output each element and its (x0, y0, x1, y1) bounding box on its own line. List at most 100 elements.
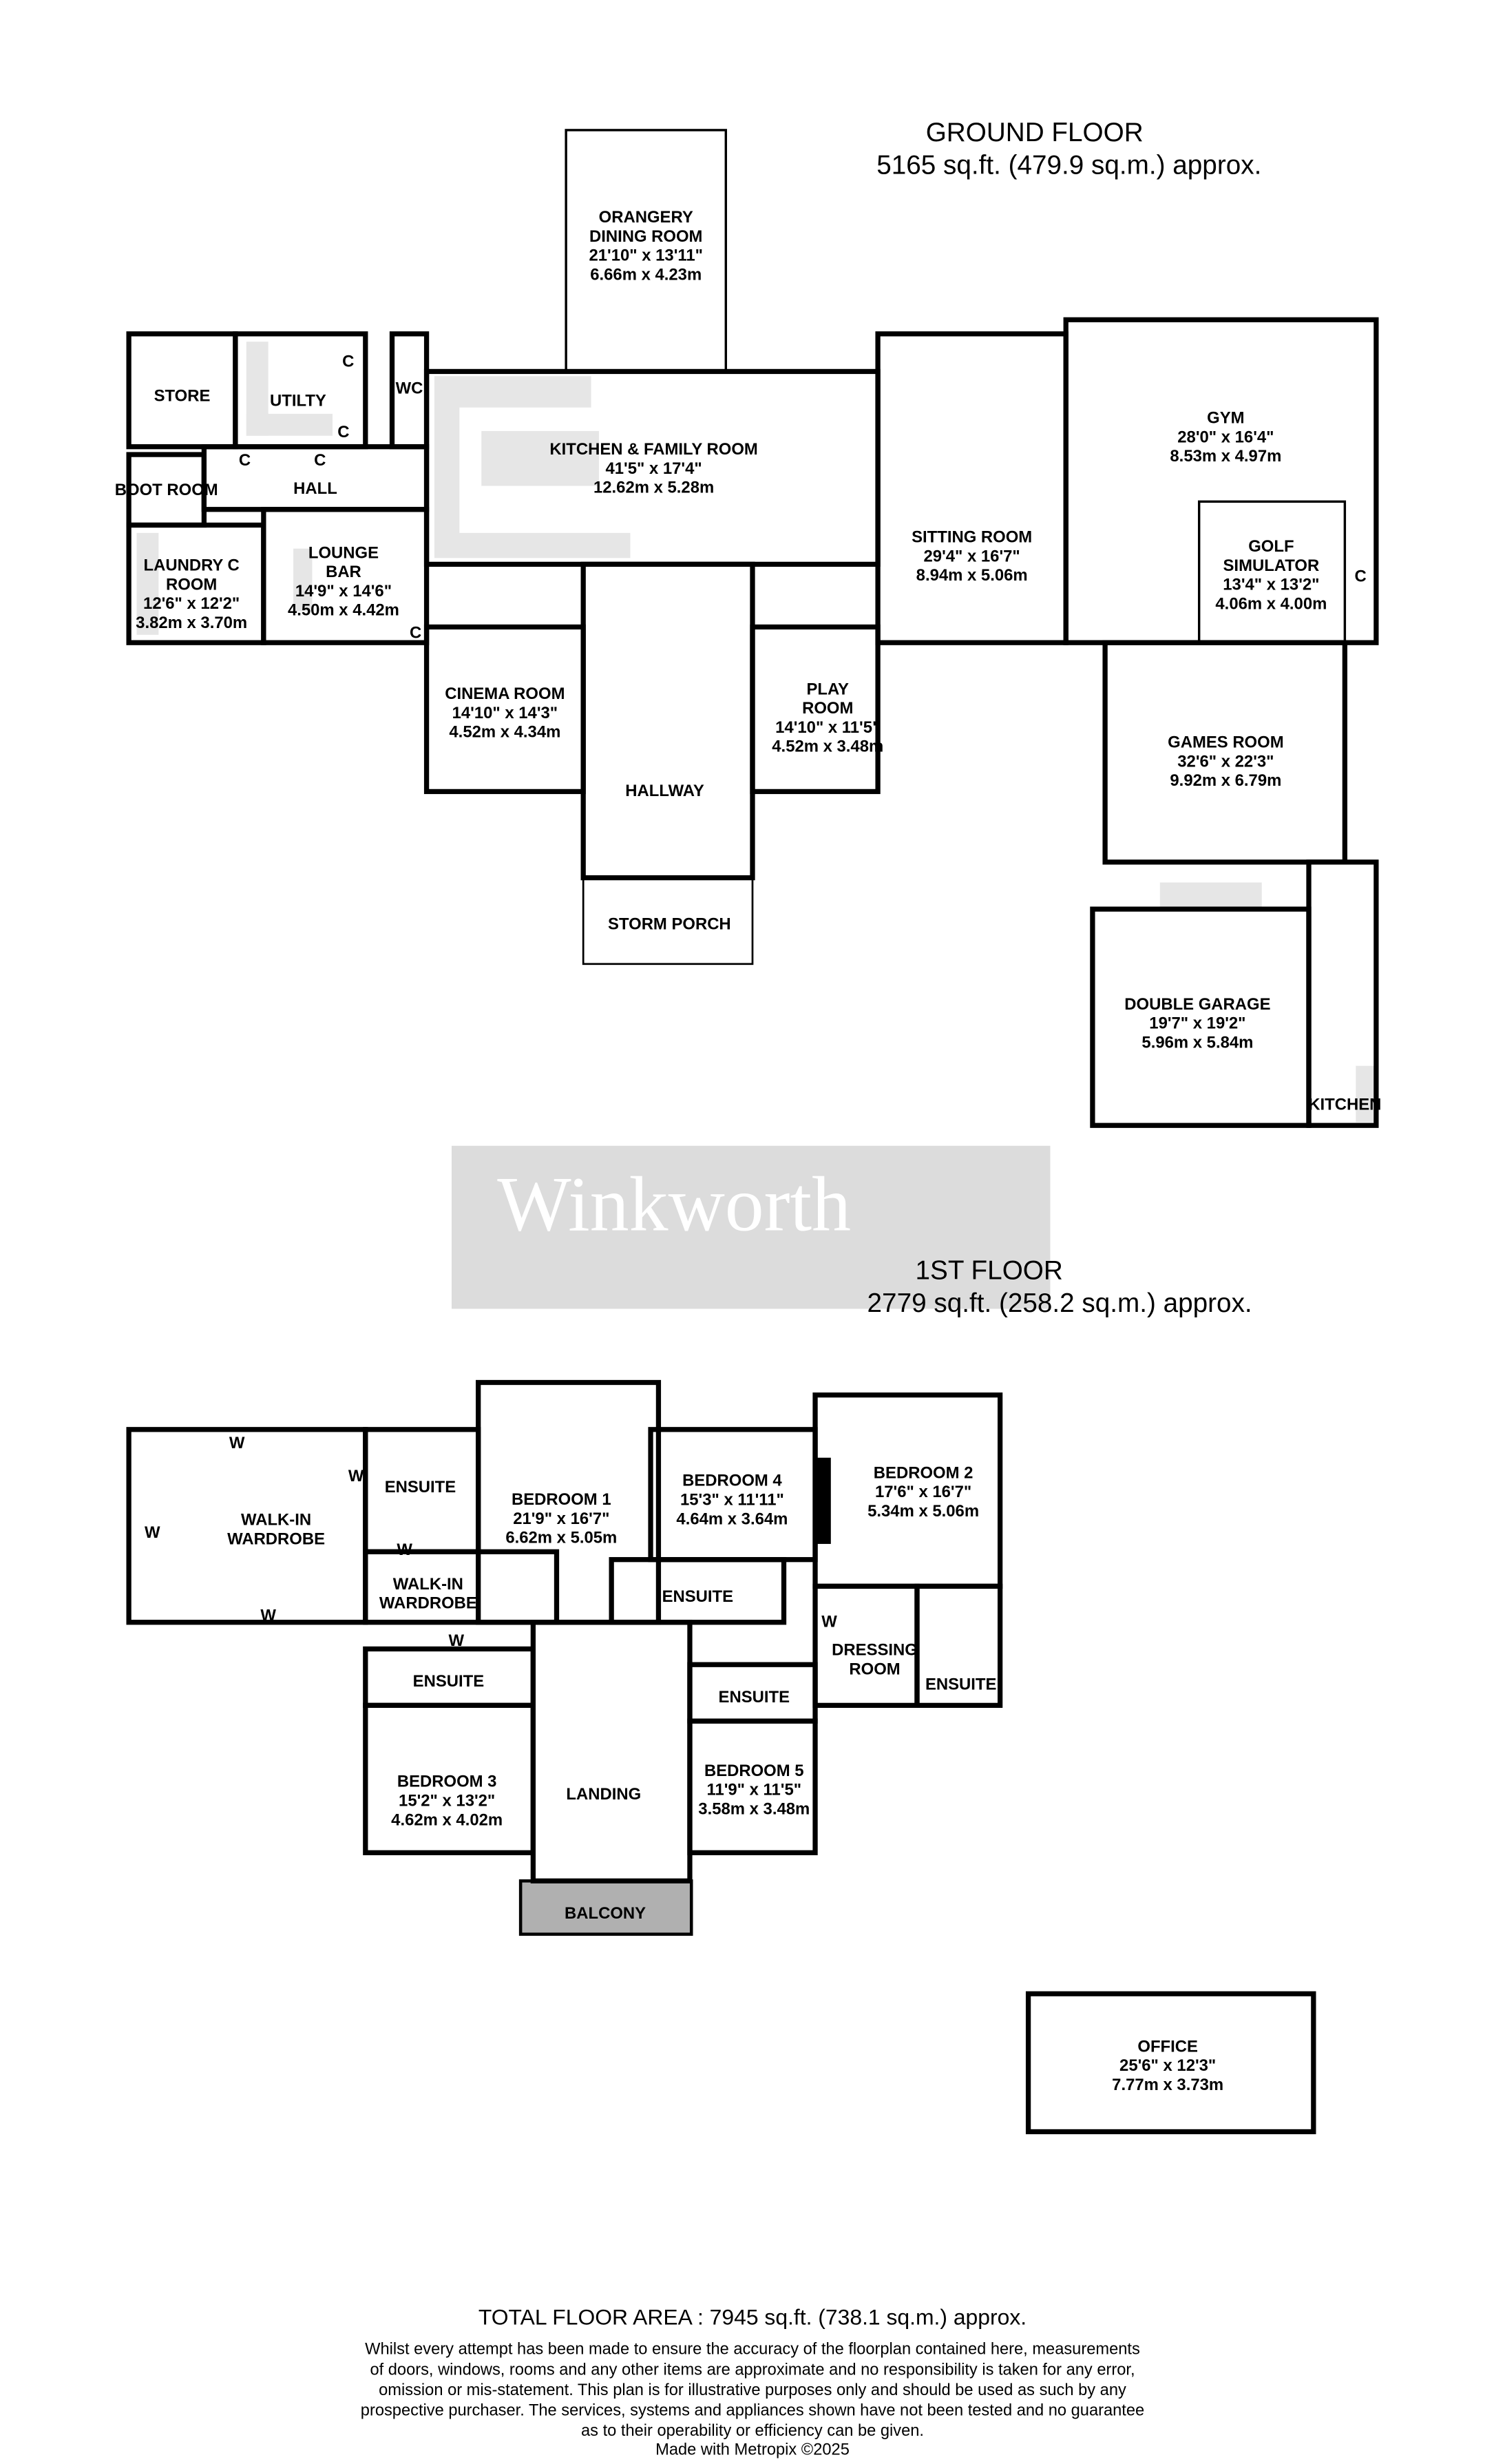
disclaimer-line: of doors, windows, rooms and any other i… (370, 2361, 1135, 2379)
ground-floor-room-label: HALL (293, 479, 337, 498)
first-floor-room-label: 6.62m x 5.05m (505, 1529, 617, 1547)
ground-floor-room-label: BOOT ROOM (115, 481, 218, 499)
ground-floor-area: 5165 sq.ft. (479.9 sq.m.) approx. (876, 151, 1261, 180)
ground-floor-room-label: KITCHEN & FAMILY ROOM (549, 440, 757, 459)
ground-floor-room-label: 6.66m x 4.23m (590, 266, 702, 284)
ground-floor-room-label: 14'10" x 11'5" (775, 718, 880, 737)
first-floor-room-label: 25'6" x 12'3" (1119, 2056, 1216, 2075)
ground-floor-room-label: 4.52m x 3.48m (772, 738, 883, 756)
cupboard-marker: C (342, 353, 354, 371)
ground-floor-room-label: 14'9" x 14'6" (295, 582, 392, 601)
cupboard-marker: C (337, 423, 349, 441)
wardrobe-marker: W (449, 1631, 465, 1650)
ground-floor-room-label: 4.52m x 4.34m (449, 723, 560, 742)
first-floor-room-label: WARDROBE (227, 1529, 325, 1548)
ground-floor-room-label: ORANGERY (599, 208, 693, 227)
ground-floor-room-label: BAR (326, 563, 361, 581)
ground-floor-room-label: UTILTY (270, 392, 326, 410)
first-floor-room-label: BEDROOM 4 (682, 1472, 782, 1490)
first-floor-room-label: ENSUITE (413, 1672, 484, 1691)
first-floor-room-label: WALK-IN (393, 1575, 463, 1594)
ground-floor-room-label: KITCHEN (1308, 1095, 1381, 1114)
ground-floor-room-label: 8.94m x 5.06m (916, 566, 1028, 585)
first-floor-room-label: DRESSING (832, 1641, 918, 1660)
ground-floor-room-label: 8.53m x 4.97m (1170, 447, 1281, 466)
wardrobe-marker: W (229, 1434, 245, 1452)
first-floor-room-label: BEDROOM 2 (874, 1463, 973, 1482)
ground-floor-room-label: SITTING ROOM (912, 528, 1032, 547)
total-floor-area: TOTAL FLOOR AREA : 7945 sq.ft. (738.1 sq… (478, 2304, 1027, 2329)
ground-floor-title: GROUND FLOOR (926, 118, 1144, 147)
first-floor-room-label: 3.58m x 3.48m (698, 1799, 810, 1818)
first-floor-room-label: WALK-IN (241, 1511, 311, 1529)
first-floor-room-label: BEDROOM 3 (397, 1773, 497, 1791)
cupboard-marker: C (1354, 567, 1366, 585)
wardrobe-marker: W (260, 1606, 276, 1625)
ground-floor-room-label: DOUBLE GARAGE (1124, 995, 1270, 1014)
first-floor-room-label: ROOM (849, 1660, 900, 1678)
cupboard-marker: C (314, 451, 326, 470)
disclaimer-line: prospective purchaser. The services, sys… (361, 2401, 1144, 2419)
ground-floor-room-label: SIMULATOR (1223, 556, 1320, 575)
first-floor-room-label: ENSUITE (385, 1478, 456, 1496)
ground-floor-room-label: DINING ROOM (589, 227, 702, 246)
first-floor-room-label: 15'2" x 13'2" (399, 1792, 495, 1810)
ground-floor-room-label: CINEMA ROOM (445, 685, 565, 703)
first-floor-room-label: BEDROOM 1 (512, 1490, 611, 1509)
watermark-text: Winkworth (497, 1161, 851, 1248)
wardrobe-marker: W (348, 1467, 364, 1485)
first-floor-room-label: BALCONY (565, 1904, 646, 1923)
ground-floor-room-label: 13'4" x 13'2" (1223, 576, 1319, 594)
first-floor-area: 2779 sq.ft. (258.2 sq.m.) approx. (867, 1288, 1252, 1318)
ground-floor-room-label: WC (396, 379, 423, 397)
first-floor-room-label: 21'9" x 16'7" (513, 1510, 609, 1528)
ground-floor-room-label: 4.06m x 4.00m (1215, 594, 1327, 613)
ground-floor-room-label: 12.62m x 5.28m (593, 479, 714, 497)
ground-floor-room-label: STORM PORCH (608, 915, 731, 934)
disclaimer-line: omission or mis-statement. This plan is … (379, 2381, 1126, 2399)
ground-floor-room-label: 21'10" x 13'11" (589, 247, 702, 265)
ground-floor-room-label: ROOM (166, 575, 217, 594)
ground-floor-room-label: 9.92m x 6.79m (1170, 771, 1281, 790)
first-floor-room-label: LANDING (566, 1785, 641, 1804)
first-floor-room-label: BEDROOM 5 (704, 1762, 804, 1780)
first-floor-walls (126, 1379, 1316, 2135)
ground-floor-fittings (136, 342, 1375, 1123)
ground-floor-room-label: GAMES ROOM (1168, 733, 1283, 752)
ground-floor-room-label: 19'7" x 19'2" (1149, 1014, 1245, 1033)
balcony-area (518, 1879, 693, 1936)
first-floor-title: 1ST FLOOR (916, 1255, 1063, 1285)
ground-floor-room-label: 14'10" x 14'3" (452, 704, 558, 722)
first-floor-room-label: 11'9" x 11'5" (706, 1781, 801, 1799)
first-floor-room-label: ENSUITE (925, 1675, 996, 1694)
first-floor-room-label: 15'3" x 11'11" (680, 1490, 784, 1509)
disclaimer-line: Whilst every attempt has been made to en… (365, 2341, 1140, 2359)
ground-floor-room-label: 29'4" x 16'7" (924, 547, 1020, 565)
wardrobe-marker: W (821, 1613, 837, 1631)
first-floor-room-label: 7.77m x 3.73m (1112, 2076, 1223, 2094)
ground-floor-room-label: GOLF (1248, 537, 1294, 556)
first-floor-room-label: 17'6" x 16'7" (875, 1483, 971, 1501)
metropix-credit: Made with Metropix ©2025 (655, 2441, 850, 2458)
first-floor-room-label: ENSUITE (719, 1688, 790, 1706)
ground-floor-room-label: ROOM (802, 699, 853, 718)
wardrobe-marker: W (145, 1523, 160, 1542)
first-floor-room-label: WARDROBE (379, 1594, 477, 1613)
ground-floor-room-label: LAUNDRY C (144, 556, 240, 574)
ground-floor-room-label: 5.96m x 5.84m (1141, 1033, 1253, 1052)
ground-floor-room-label: 12'6" x 12'2" (143, 594, 240, 613)
ground-floor-room-label: 41'5" x 17'4" (605, 459, 702, 478)
ground-floor-room-label: 3.82m x 3.70m (136, 614, 247, 632)
ground-floor-room-label: 28'0" x 16'4" (1177, 428, 1274, 446)
ground-floor-room-label: GYM (1207, 409, 1244, 428)
winkworth-watermark: Winkworth (451, 1145, 1051, 1309)
wardrobe-marker: W (397, 1541, 412, 1559)
ground-floor-room-label: LOUNGE (308, 543, 379, 562)
ground-floor-room-label: PLAY (807, 680, 850, 698)
ground-floor-room-label: 4.50m x 4.42m (288, 601, 399, 620)
cupboard-marker: C (239, 451, 251, 470)
ground-floor-room-label: 32'6" x 22'3" (1177, 752, 1274, 771)
first-floor-room-label: 4.64m x 3.64m (676, 1510, 788, 1528)
first-floor-room-label: 4.62m x 4.02m (391, 1810, 503, 1829)
